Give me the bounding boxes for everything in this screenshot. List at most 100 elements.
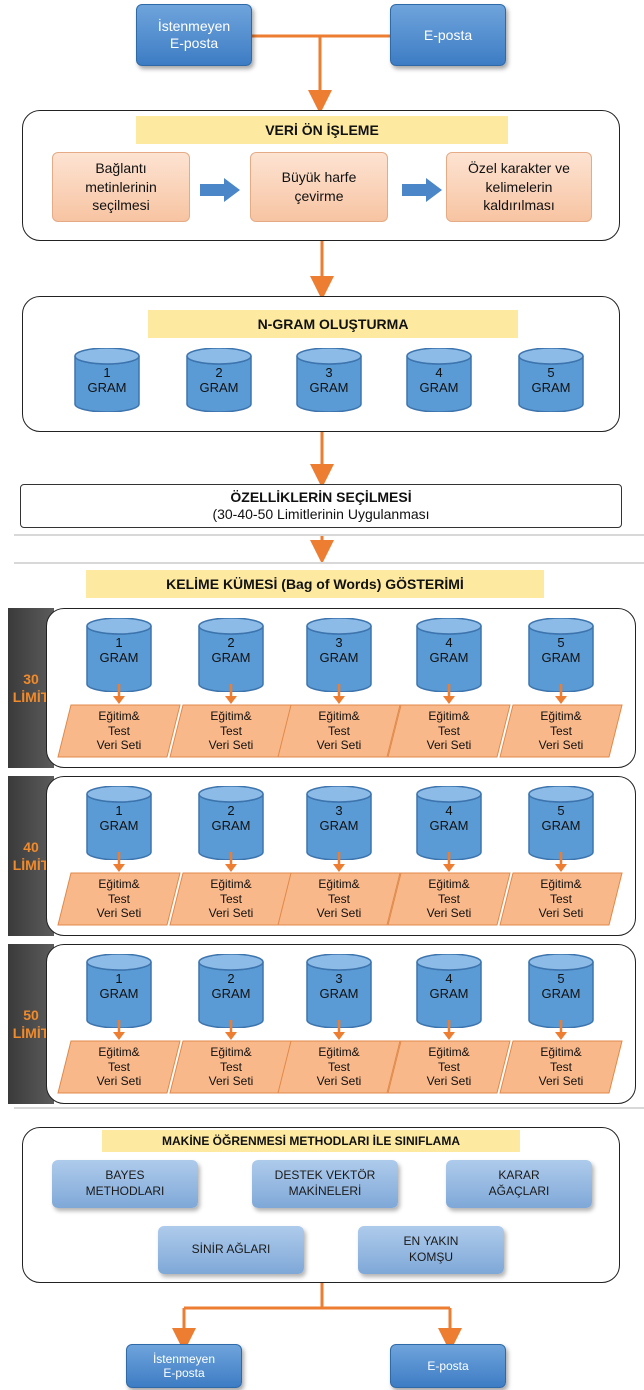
database-icon (74, 348, 140, 412)
bow-gram-cylinder-1: 1 GRAM (86, 786, 152, 860)
input-spam-box: İstenmeyen E-posta (136, 4, 252, 66)
database-icon (198, 618, 264, 692)
method-bayes: BAYES METHODLARI (52, 1160, 198, 1208)
down-arrow-icon (113, 684, 125, 704)
dataset-label: Eğitim& Test Veri Seti (96, 1045, 142, 1089)
dataset-parallelogram: Eğitim& Test Veri Seti (499, 1040, 623, 1094)
bow-gram-cylinder-5: 5 GRAM (528, 618, 594, 692)
database-icon (528, 954, 594, 1028)
gram-label: 1 GRAM (99, 803, 139, 833)
down-arrow-icon (555, 852, 567, 872)
bow-gram-cylinder-2: 2 GRAM (198, 618, 264, 692)
dataset-label: Eğitim& Test Veri Seti (538, 877, 584, 921)
gram-label: 5 GRAM (541, 635, 581, 665)
dataset-parallelogram: Eğitim& Test Veri Seti (387, 872, 511, 926)
ngram-cylinder-2: 2 GRAM (186, 348, 252, 412)
down-arrow-icon (443, 1020, 455, 1040)
dataset-label: Eğitim& Test Veri Seti (208, 1045, 254, 1089)
database-icon (406, 348, 472, 412)
dataset-parallelogram: Eğitim& Test Veri Seti (387, 1040, 511, 1094)
dataset-parallelogram: Eğitim& Test Veri Seti (57, 704, 181, 758)
bow-gram-cylinder-5: 5 GRAM (528, 954, 594, 1028)
database-icon (86, 786, 152, 860)
gram-label: 4 GRAM (429, 635, 469, 665)
preprocess-title: VERİ ÖN İŞLEME (136, 116, 508, 144)
database-icon (306, 618, 372, 692)
bow-gram-cylinder-2: 2 GRAM (198, 786, 264, 860)
ngram-title: N-GRAM OLUŞTURMA (148, 310, 518, 338)
down-arrow-icon (113, 852, 125, 872)
down-arrow-icon (333, 684, 345, 704)
gram-label: 1 GRAM (99, 635, 139, 665)
ml-title: MAKİNE ÖĞRENMESİ METHODLARI İLE SINIFLAM… (102, 1130, 520, 1152)
dataset-parallelogram: Eğitim& Test Veri Seti (277, 704, 401, 758)
dataset-label: Eğitim& Test Veri Seti (316, 709, 362, 753)
gram-label: 3 GRAM (319, 635, 359, 665)
dataset-label: Eğitim& Test Veri Seti (316, 1045, 362, 1089)
down-arrow-icon (555, 684, 567, 704)
dataset-label: Eğitim& Test Veri Seti (426, 1045, 472, 1089)
database-icon (86, 618, 152, 692)
bow-gram-cylinder-3: 3 GRAM (306, 618, 372, 692)
gram-label: 3 GRAM (319, 803, 359, 833)
down-arrow-icon (443, 852, 455, 872)
gram-label: 3 GRAM (319, 971, 359, 1001)
dataset-label: Eğitim& Test Veri Seti (426, 877, 472, 921)
database-icon (528, 618, 594, 692)
database-icon (198, 786, 264, 860)
separator (14, 534, 644, 536)
bow-gram-cylinder-5: 5 GRAM (528, 786, 594, 860)
gram-label: 3 GRAM (309, 365, 349, 395)
bow-gram-cylinder-2: 2 GRAM (198, 954, 264, 1028)
bow-gram-cylinder-3: 3 GRAM (306, 954, 372, 1028)
dataset-label: Eğitim& Test Veri Seti (208, 877, 254, 921)
right-arrow-icon (200, 178, 240, 202)
gram-label: 5 GRAM (531, 365, 571, 395)
down-arrow-icon (443, 684, 455, 704)
dataset-parallelogram: Eğitim& Test Veri Seti (169, 1040, 293, 1094)
down-arrow-icon (555, 1020, 567, 1040)
dataset-label: Eğitim& Test Veri Seti (316, 877, 362, 921)
gram-label: 2 GRAM (199, 365, 239, 395)
dataset-parallelogram: Eğitim& Test Veri Seti (169, 872, 293, 926)
dataset-parallelogram: Eğitim& Test Veri Seti (57, 1040, 181, 1094)
gram-label: 2 GRAM (211, 635, 251, 665)
gram-label: 5 GRAM (541, 803, 581, 833)
bow-gram-cylinder-4: 4 GRAM (416, 954, 482, 1028)
method-decision-tree: KARAR AĞAÇLARI (446, 1160, 592, 1208)
preprocess-step-1: Bağlantı metinlerinin seçilmesi (52, 152, 190, 222)
bow-gram-cylinder-1: 1 GRAM (86, 954, 152, 1028)
right-arrow-icon (402, 178, 442, 202)
dataset-parallelogram: Eğitim& Test Veri Seti (169, 704, 293, 758)
database-icon (416, 954, 482, 1028)
down-arrow-icon (113, 1020, 125, 1040)
dataset-parallelogram: Eğitim& Test Veri Seti (499, 704, 623, 758)
database-icon (528, 786, 594, 860)
down-arrow-icon (333, 1020, 345, 1040)
method-knn: EN YAKIN KOMŞU (358, 1226, 504, 1274)
bow-gram-cylinder-4: 4 GRAM (416, 786, 482, 860)
database-icon (416, 786, 482, 860)
method-svm: DESTEK VEKTÖR MAKİNELERİ (252, 1160, 398, 1208)
preprocess-step-2: Büyük harfe çevirme (250, 152, 388, 222)
ngram-cylinder-1: 1 GRAM (74, 348, 140, 412)
gram-label: 4 GRAM (429, 803, 469, 833)
gram-label: 4 GRAM (429, 971, 469, 1001)
output-email-box: E-posta (390, 1344, 506, 1388)
separator (14, 1107, 644, 1109)
bow-gram-cylinder-1: 1 GRAM (86, 618, 152, 692)
bow-title: KELİME KÜMESİ (Bag of Words) GÖSTERİMİ (86, 570, 544, 598)
down-arrow-icon (225, 852, 237, 872)
dataset-parallelogram: Eğitim& Test Veri Seti (277, 1040, 401, 1094)
gram-label: 1 GRAM (99, 971, 139, 1001)
bow-gram-cylinder-3: 3 GRAM (306, 786, 372, 860)
database-icon (306, 786, 372, 860)
database-icon (518, 348, 584, 412)
database-icon (416, 618, 482, 692)
gram-label: 5 GRAM (541, 971, 581, 1001)
gram-label: 4 GRAM (419, 365, 459, 395)
bow-gram-cylinder-4: 4 GRAM (416, 618, 482, 692)
dataset-parallelogram: Eğitim& Test Veri Seti (277, 872, 401, 926)
dataset-label: Eğitim& Test Veri Seti (538, 1045, 584, 1089)
